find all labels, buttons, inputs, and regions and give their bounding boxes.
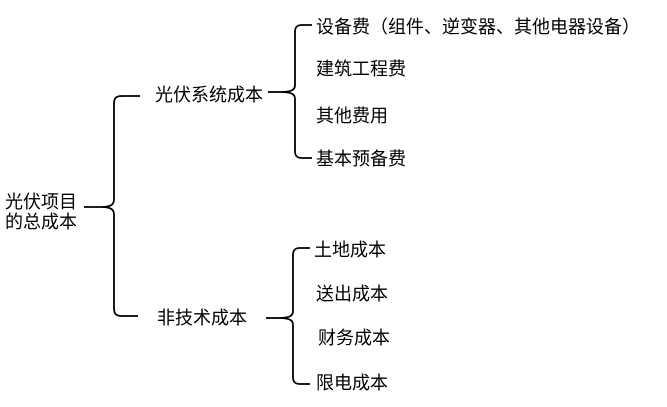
leaf-label-transmission-cost: 送出成本 xyxy=(316,284,388,304)
leaf-label-land-cost: 土地成本 xyxy=(314,240,386,260)
leaf-label-curtailment-cost: 限电成本 xyxy=(316,373,388,393)
leaf-label-basic-contingency-cost: 基本预备费 xyxy=(316,149,406,169)
leaf-label-other-fees: 其他费用 xyxy=(316,106,388,126)
non-technical-brace xyxy=(278,247,310,385)
root-node-label: 光伏项目 的总成本 xyxy=(5,192,77,232)
pv-system-brace xyxy=(280,24,312,159)
leaf-label-financial-cost: 财务成本 xyxy=(318,328,390,348)
root-label-line-1: 光伏项目 xyxy=(5,192,77,212)
branch-label-non-technical-cost: 非技术成本 xyxy=(157,308,247,328)
leaf-label-equipment-cost: 设备费（组件、逆变器、其他电器设备） xyxy=(316,17,640,37)
branch-label-pv-system-cost: 光伏系统成本 xyxy=(155,85,263,105)
leaf-label-construction-cost: 建筑工程费 xyxy=(316,59,406,79)
root-brace xyxy=(100,95,140,317)
root-label-line-2: 的总成本 xyxy=(5,212,77,232)
